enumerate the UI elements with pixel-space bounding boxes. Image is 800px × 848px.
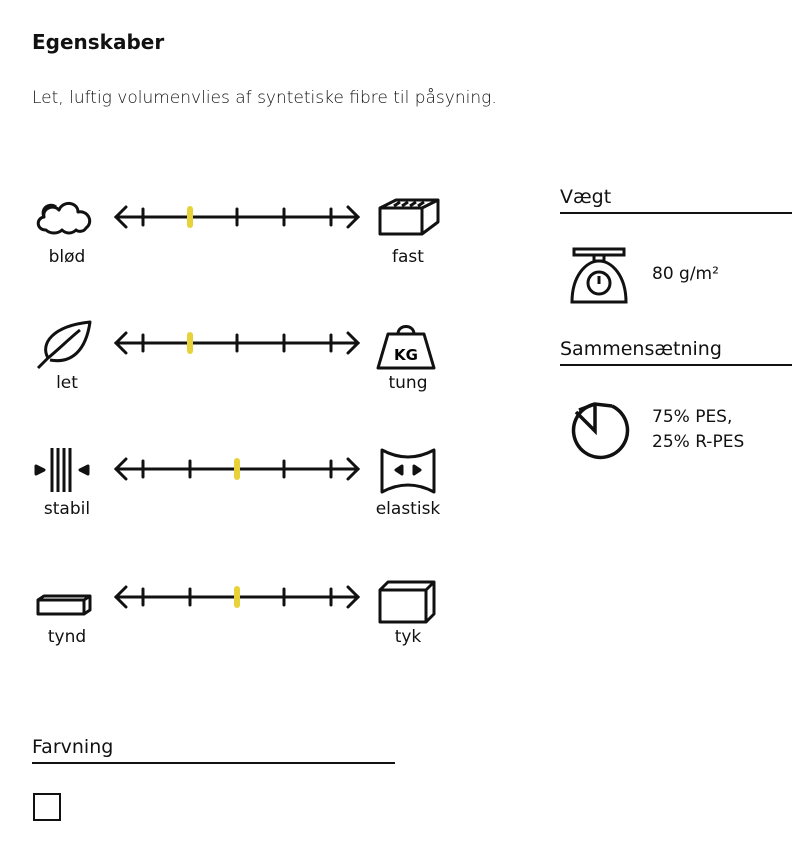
scale-marker	[187, 206, 193, 228]
scale-left-label: let	[56, 373, 78, 393]
cloud-icon	[36, 202, 92, 235]
scale-left-label: stabil	[43, 499, 91, 519]
scale-right-label: tung	[388, 373, 428, 393]
coloring-heading: Farvning	[32, 736, 395, 764]
stable-fibers-icon	[34, 448, 90, 492]
composition-line-2: 25% R-PES	[652, 432, 745, 452]
scale-marker	[234, 458, 240, 480]
weight-heading: Vægt	[560, 186, 792, 214]
thick-box-icon	[378, 580, 436, 624]
brick-icon	[378, 198, 440, 236]
composition-heading: Sammensætning	[560, 338, 792, 366]
thin-slab-icon	[36, 594, 92, 616]
scale-arrow-right	[346, 585, 361, 609]
composition-line-1: 75% PES,	[652, 407, 733, 427]
scale-icon	[570, 247, 628, 304]
scale-slider	[113, 331, 361, 355]
scale-arrow-right	[346, 457, 361, 481]
scale-right-label: elastisk	[375, 499, 441, 519]
scale-marker	[187, 332, 193, 354]
scale-right-label: tyk	[394, 627, 422, 647]
scale-left-label: tynd	[47, 627, 87, 647]
scale-arrow-right	[346, 331, 361, 355]
stretch-icon	[380, 448, 436, 494]
feather-icon	[36, 320, 92, 370]
kg-weight-icon: KG	[376, 325, 436, 370]
scale-arrow-left	[113, 331, 128, 355]
scale-arrow-left	[113, 457, 128, 481]
page-title: Egenskaber	[32, 30, 165, 54]
scale-slider	[113, 205, 361, 229]
weight-value: 80 g/m²	[652, 264, 719, 284]
pie-icon	[571, 402, 630, 460]
description: Let, luftig volumenvlies af syntetiske f…	[32, 88, 497, 108]
scale-slider	[113, 457, 361, 481]
scale-arrow-left	[113, 585, 128, 609]
scale-arrow-left	[113, 205, 128, 229]
kg-text: KG	[394, 346, 418, 364]
coloring-checkbox[interactable]	[33, 793, 61, 821]
scale-left-label: blød	[48, 247, 86, 267]
scale-slider	[113, 585, 361, 609]
scale-right-label: fast	[392, 247, 424, 267]
scale-marker	[234, 586, 240, 608]
scale-arrow-right	[346, 205, 361, 229]
